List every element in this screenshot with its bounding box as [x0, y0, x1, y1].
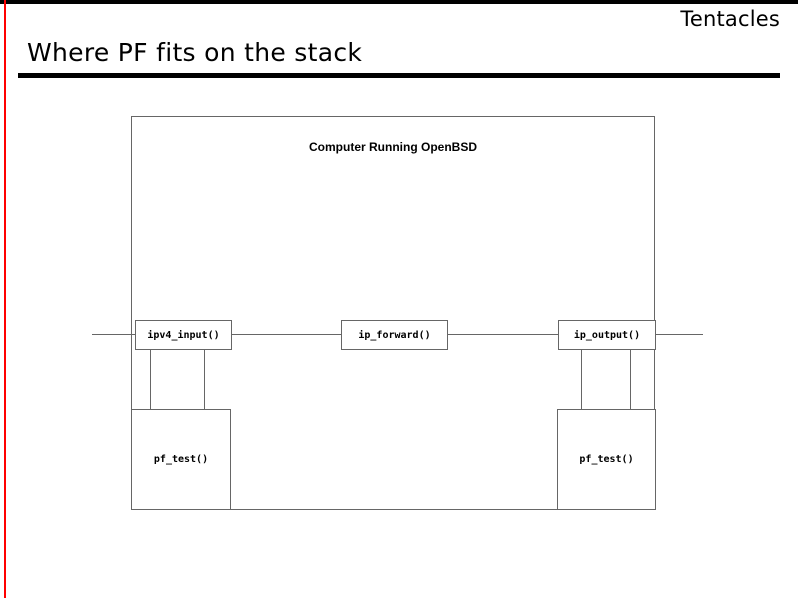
- top-rule: [0, 0, 798, 4]
- node-ipv4-input[interactable]: ipv4_input(): [135, 320, 232, 350]
- left-accent-rule: [4, 0, 6, 598]
- wire-forward-to-output: [447, 334, 559, 335]
- wire-output-down-right: [630, 349, 631, 410]
- wire-external-in: [92, 334, 136, 335]
- title-underline-rule: [18, 73, 780, 78]
- wire-output-down-left: [581, 349, 582, 410]
- node-pf-test-inbound[interactable]: pf_test(): [131, 409, 231, 510]
- wire-external-out: [655, 334, 703, 335]
- node-pf-test-outbound[interactable]: pf_test(): [557, 409, 656, 510]
- wire-input-down-left: [150, 349, 151, 410]
- page-title: Where PF fits on the stack: [27, 38, 363, 67]
- node-ip-forward[interactable]: ip_forward(): [341, 320, 448, 350]
- wire-input-to-forward: [231, 334, 342, 335]
- node-ip-output[interactable]: ip_output(): [558, 320, 656, 350]
- host-boundary-box: [131, 116, 655, 510]
- deck-name: Tentacles: [680, 7, 780, 31]
- wire-input-down-right: [204, 349, 205, 410]
- host-label: Computer Running OpenBSD: [309, 140, 477, 154]
